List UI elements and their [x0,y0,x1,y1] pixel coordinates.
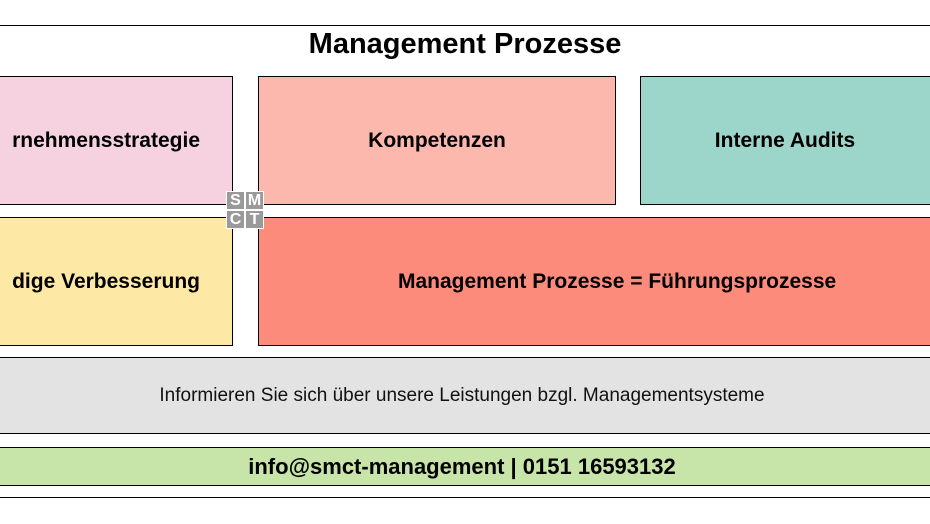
box-label: Management Prozesse = Führungsprozesse [398,269,837,293]
info-text: Informieren Sie sich über unsere Leistun… [159,384,765,406]
logo-letter: C [226,210,245,229]
contact-banner[interactable]: info@smct-management | 0151 16593132 [0,447,930,486]
info-banner[interactable]: Informieren Sie sich über unsere Leistun… [0,357,930,434]
logo-letter: T [245,210,264,229]
box-label: rnehmensstrategie [12,128,200,152]
top-divider [0,25,930,26]
box-label: Interne Audits [714,128,856,152]
box-kompetenzen[interactable]: Kompetenzen [258,76,616,205]
logo-letter: M [245,191,264,210]
smct-logo: S M C T [226,191,264,229]
logo-letter: S [226,191,245,210]
box-fuehrungsprozesse[interactable]: Management Prozesse = Führungsprozesse [258,217,930,346]
box-label: dige Verbesserung [12,269,200,293]
box-staendige-verbesserung[interactable]: dige Verbesserung [0,217,233,346]
box-unternehmensstrategie[interactable]: rnehmensstrategie [0,76,233,205]
contact-text: info@smct-management | 0151 16593132 [248,453,676,479]
bottom-divider [0,497,930,498]
box-interne-audits[interactable]: Interne Audits [640,76,930,205]
page-title: Management Prozesse [308,28,622,60]
box-label: Kompetenzen [368,128,506,152]
